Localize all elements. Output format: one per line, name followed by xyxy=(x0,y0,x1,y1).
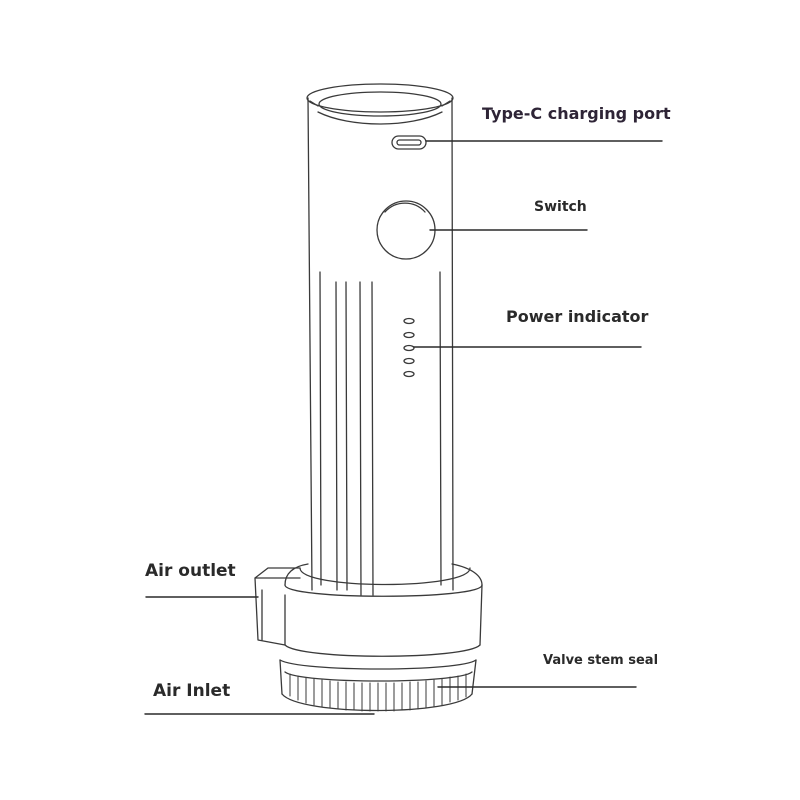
knurled-ring xyxy=(279,659,477,712)
label-air-inlet: Air Inlet xyxy=(153,681,231,701)
label-switch: Switch xyxy=(534,199,587,215)
label-valve-stem-seal: Valve stem seal xyxy=(543,653,659,668)
knurl-lines xyxy=(289,673,467,712)
label-air-outlet: Air outlet xyxy=(145,561,236,581)
led-1 xyxy=(403,317,415,325)
pump-body xyxy=(306,83,454,591)
typec-port-icon xyxy=(391,135,427,150)
led-2 xyxy=(403,331,415,339)
grip-grooves xyxy=(319,271,442,596)
leader-lines xyxy=(144,140,663,715)
label-power-indicator: Power indicator xyxy=(506,307,649,326)
base-collar xyxy=(254,563,483,657)
led-4 xyxy=(403,357,415,365)
label-typec-charging-port: Type-C charging port xyxy=(482,104,671,123)
led-3 xyxy=(403,344,415,352)
led-5 xyxy=(403,370,415,378)
power-indicator-leds xyxy=(403,317,415,378)
switch-button-icon xyxy=(376,200,436,260)
